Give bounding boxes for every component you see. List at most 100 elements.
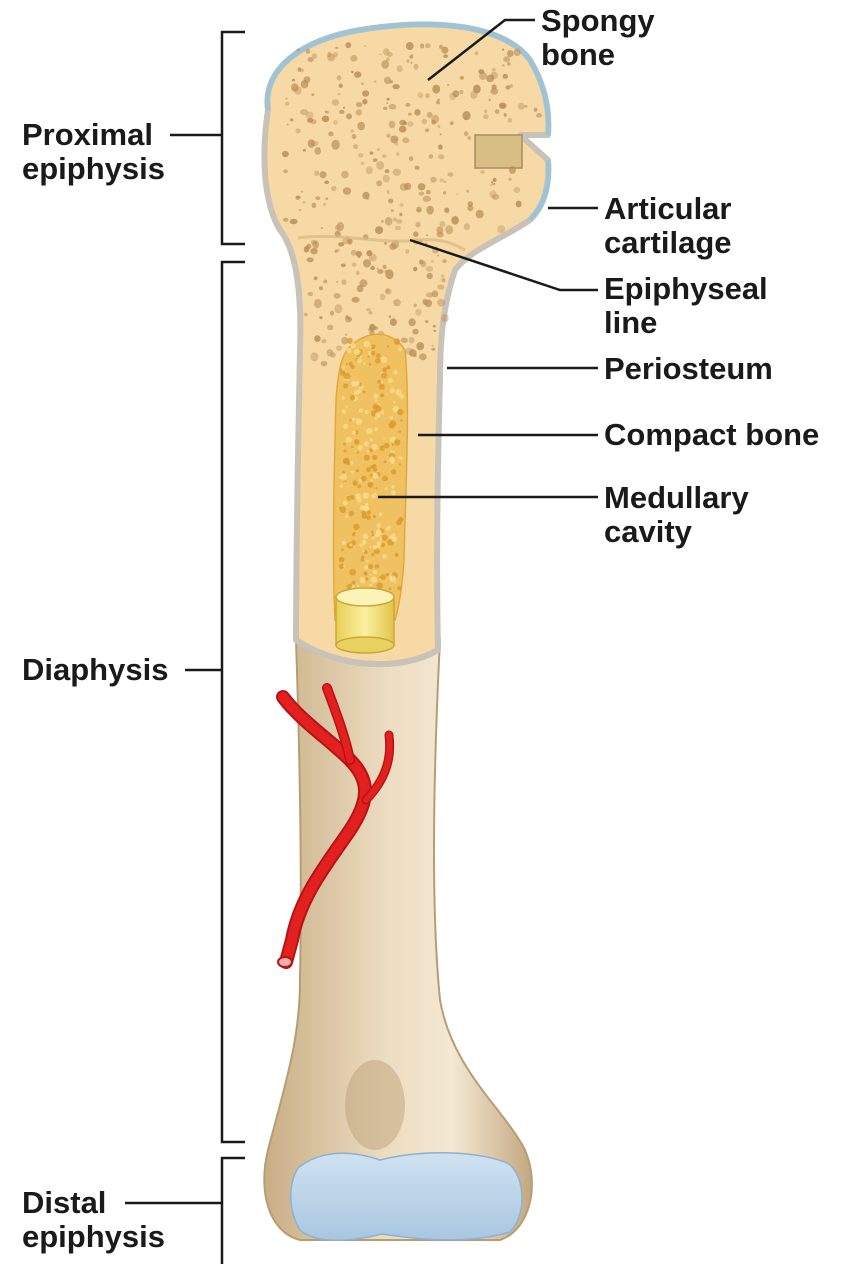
- marrow-dot: [351, 343, 356, 348]
- marrow-dot: [374, 492, 377, 495]
- marrow-dot: [369, 438, 373, 442]
- spongy-pore: [504, 113, 507, 117]
- spongy-pore: [451, 216, 459, 225]
- spongy-pore: [443, 54, 448, 58]
- spongy-pore: [440, 221, 446, 227]
- spongy-pore: [470, 91, 477, 99]
- spongy-pore: [380, 294, 386, 301]
- bracket-diaphysis: [222, 262, 245, 1142]
- marrow-dot: [360, 356, 362, 358]
- marrow-dot: [394, 582, 396, 584]
- marrow-dot: [390, 416, 394, 420]
- spongy-pore: [339, 84, 343, 88]
- marrow-dot: [400, 518, 404, 522]
- marrow-dot: [397, 409, 403, 415]
- marrow-dot: [373, 515, 376, 518]
- spongy-pore: [331, 140, 339, 150]
- marrow-dot: [370, 346, 372, 348]
- spongy-pore: [373, 158, 378, 162]
- spongy-pore: [292, 79, 295, 82]
- spongy-pore: [285, 97, 287, 99]
- spongy-pore: [390, 80, 393, 83]
- marrow-dot: [364, 455, 370, 461]
- label-diaphysis: Diaphysis: [22, 653, 168, 687]
- marrow-dot: [356, 469, 359, 472]
- spongy-pore: [427, 273, 433, 279]
- spongy-pore: [409, 318, 416, 326]
- label-periosteum: Periosteum: [604, 352, 773, 386]
- marrow-dot: [340, 507, 346, 513]
- marrow-dot: [398, 456, 400, 458]
- marrow-dot: [367, 450, 370, 453]
- spongy-pore: [323, 203, 326, 206]
- spongy-pore: [356, 271, 360, 276]
- marrow-dot: [370, 574, 372, 576]
- spongy-pore: [413, 267, 417, 272]
- spongy-pore: [319, 316, 322, 319]
- spongy-pore: [356, 102, 363, 107]
- marrow-dot: [365, 410, 369, 414]
- marrow-dot: [366, 467, 371, 472]
- spongy-pore: [407, 121, 414, 127]
- marrow-dot: [343, 424, 348, 429]
- marrow-dot: [389, 588, 392, 591]
- marrow-dot: [364, 565, 368, 569]
- bracket-distal-epiphysis: [222, 1158, 245, 1264]
- spongy-pore: [401, 338, 408, 343]
- marrow-dot: [389, 423, 395, 429]
- marrow-dot: [354, 390, 359, 395]
- marrow-dot: [384, 443, 390, 449]
- spongy-pore: [352, 263, 357, 267]
- marrow-dot: [349, 569, 356, 576]
- spongy-pore: [403, 122, 407, 126]
- spongy-pore: [406, 59, 409, 62]
- spongy-pore: [399, 126, 406, 133]
- marrow-dot: [349, 419, 351, 421]
- spongy-pore: [437, 299, 445, 307]
- spongy-pore: [384, 77, 391, 85]
- spongy-pore: [387, 98, 390, 101]
- spongy-pore: [315, 196, 320, 200]
- spongy-pore: [336, 281, 338, 283]
- spongy-pore: [314, 335, 320, 342]
- marrow-dot: [398, 431, 401, 434]
- spongy-pore: [312, 203, 317, 208]
- spongy-pore: [345, 334, 347, 336]
- marrow-dot: [341, 549, 344, 552]
- medullary-plug: [336, 588, 394, 653]
- spongy-pore: [418, 92, 424, 98]
- spongy-pore: [437, 255, 439, 257]
- marrow-dot: [359, 479, 362, 482]
- spongy-pore: [492, 84, 497, 89]
- spongy-pore: [385, 217, 393, 226]
- spongy-pore: [483, 114, 489, 119]
- spongy-pore: [311, 94, 314, 96]
- spongy-pore: [312, 53, 318, 59]
- marrow-dot: [368, 564, 373, 569]
- marrow-dot: [391, 460, 395, 464]
- spongy-pore: [364, 45, 366, 47]
- spongy-pore: [395, 226, 401, 231]
- spongy-pore: [304, 313, 308, 316]
- marrow-dot: [377, 380, 381, 384]
- spongy-pore: [480, 170, 485, 173]
- marrow-dot: [372, 473, 378, 479]
- spongy-pore: [399, 213, 402, 217]
- spongy-pore: [376, 161, 384, 170]
- marrow-dot: [353, 524, 359, 530]
- spongy-pore: [508, 178, 512, 181]
- marrow-dot: [359, 408, 363, 412]
- spongy-pore: [290, 118, 294, 121]
- marrow-dot: [371, 531, 374, 534]
- marrow-dot: [367, 356, 369, 358]
- marrow-dot: [342, 541, 346, 545]
- spongy-pore: [307, 257, 314, 262]
- spongy-pore: [368, 311, 372, 314]
- marrow-dot: [359, 577, 365, 583]
- marrow-dot: [346, 585, 348, 587]
- marrow-dot: [370, 546, 372, 548]
- spongy-pore: [427, 112, 433, 118]
- spongy-pore: [409, 337, 415, 344]
- spongy-pore: [345, 315, 348, 319]
- spongy-pore: [508, 118, 512, 123]
